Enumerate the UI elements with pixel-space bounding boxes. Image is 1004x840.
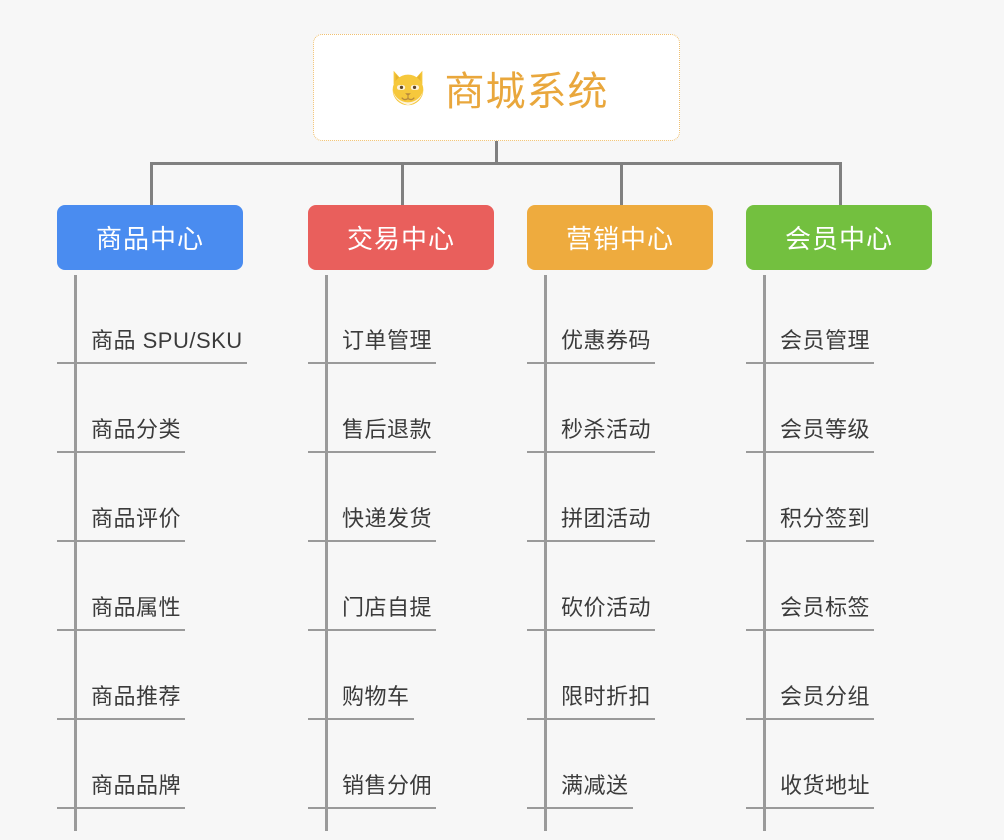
leaf-label: 售后退款 xyxy=(308,412,437,453)
list-item[interactable]: 商品分类 xyxy=(57,364,247,453)
leaf-list-product-center: 商品 SPU/SKU 商品分类 商品评价 商品属性 商品推荐 商品品牌 xyxy=(57,275,247,809)
leaf-list-member-center: 会员管理 会员等级 积分签到 会员标签 会员分组 收货地址 xyxy=(746,275,875,809)
leaf-label: 砍价活动 xyxy=(527,590,656,631)
list-item[interactable]: 快递发货 xyxy=(308,453,437,542)
branch-header-marketing-center[interactable]: 营销中心 xyxy=(527,205,713,270)
list-item[interactable]: 限时折扣 xyxy=(527,631,656,720)
list-item[interactable]: 优惠券码 xyxy=(527,275,656,364)
list-item[interactable]: 满减送 xyxy=(527,720,655,809)
drop-connector-2 xyxy=(401,162,404,207)
branch-spine xyxy=(325,275,328,831)
leaf-label: 会员标签 xyxy=(746,590,875,631)
root-title: 商城系统 xyxy=(444,69,609,114)
leaf-label: 快递发货 xyxy=(308,501,437,542)
list-item[interactable]: 商品属性 xyxy=(57,542,247,631)
list-item[interactable]: 商品品牌 xyxy=(57,720,247,809)
leaf-list-marketing-center: 优惠券码 秒杀活动 拼团活动 砍价活动 限时折扣 满减送 xyxy=(527,275,656,809)
branch-label: 会员中心 xyxy=(784,224,893,254)
horizontal-bus-connector xyxy=(150,162,842,165)
drop-connector-1 xyxy=(150,162,153,207)
list-item[interactable]: 会员分组 xyxy=(746,631,875,720)
branch-spine xyxy=(544,275,547,831)
leaf-label: 会员分组 xyxy=(746,679,875,720)
shiba-dog-icon xyxy=(385,65,431,111)
list-item[interactable]: 砍价活动 xyxy=(527,542,656,631)
branch-label: 交易中心 xyxy=(346,224,455,254)
leaf-label: 门店自提 xyxy=(308,590,437,631)
leaf-label: 秒杀活动 xyxy=(527,412,656,453)
leaf-label: 积分签到 xyxy=(746,501,875,542)
leaf-label: 销售分佣 xyxy=(308,768,437,809)
leaf-label: 满减送 xyxy=(527,768,633,809)
leaf-list-trade-center: 订单管理 售后退款 快递发货 门店自提 购物车 销售分佣 xyxy=(308,275,437,809)
list-item[interactable]: 售后退款 xyxy=(308,364,437,453)
leaf-label: 商品属性 xyxy=(57,590,186,631)
leaf-label: 优惠券码 xyxy=(527,323,656,364)
leaf-label: 商品评价 xyxy=(57,501,186,542)
branch-label: 营销中心 xyxy=(565,224,674,254)
branch-header-member-center[interactable]: 会员中心 xyxy=(746,205,932,270)
leaf-label: 购物车 xyxy=(308,679,414,720)
list-item[interactable]: 积分签到 xyxy=(746,453,875,542)
branch-label: 商品中心 xyxy=(95,224,204,254)
list-item[interactable]: 订单管理 xyxy=(308,275,437,364)
leaf-label: 商品品牌 xyxy=(57,768,186,809)
drop-connector-3 xyxy=(620,162,623,207)
leaf-label: 收货地址 xyxy=(746,768,875,809)
list-item[interactable]: 商品推荐 xyxy=(57,631,247,720)
list-item[interactable]: 会员标签 xyxy=(746,542,875,631)
branch-spine xyxy=(763,275,766,831)
branch-header-product-center[interactable]: 商品中心 xyxy=(57,205,243,270)
leaf-label: 商品推荐 xyxy=(57,679,186,720)
leaf-label: 会员管理 xyxy=(746,323,875,364)
leaf-label: 会员等级 xyxy=(746,412,875,453)
root-node[interactable]: 商城系统 xyxy=(313,34,680,141)
leaf-label: 商品 SPU/SKU xyxy=(57,323,247,364)
list-item[interactable]: 商品评价 xyxy=(57,453,247,542)
drop-connector-4 xyxy=(839,162,842,207)
branch-header-trade-center[interactable]: 交易中心 xyxy=(308,205,494,270)
leaf-label: 拼团活动 xyxy=(527,501,656,542)
list-item[interactable]: 拼团活动 xyxy=(527,453,656,542)
leaf-label: 限时折扣 xyxy=(527,679,656,720)
list-item[interactable]: 门店自提 xyxy=(308,542,437,631)
leaf-label: 商品分类 xyxy=(57,412,186,453)
leaf-label: 订单管理 xyxy=(308,323,437,364)
root-stem-connector xyxy=(495,141,498,165)
list-item[interactable]: 销售分佣 xyxy=(308,720,437,809)
list-item[interactable]: 商品 SPU/SKU xyxy=(57,275,247,364)
branch-spine xyxy=(74,275,77,831)
list-item[interactable]: 会员等级 xyxy=(746,364,875,453)
list-item[interactable]: 购物车 xyxy=(308,631,436,720)
list-item[interactable]: 会员管理 xyxy=(746,275,875,364)
list-item[interactable]: 秒杀活动 xyxy=(527,364,656,453)
list-item[interactable]: 收货地址 xyxy=(746,720,875,809)
